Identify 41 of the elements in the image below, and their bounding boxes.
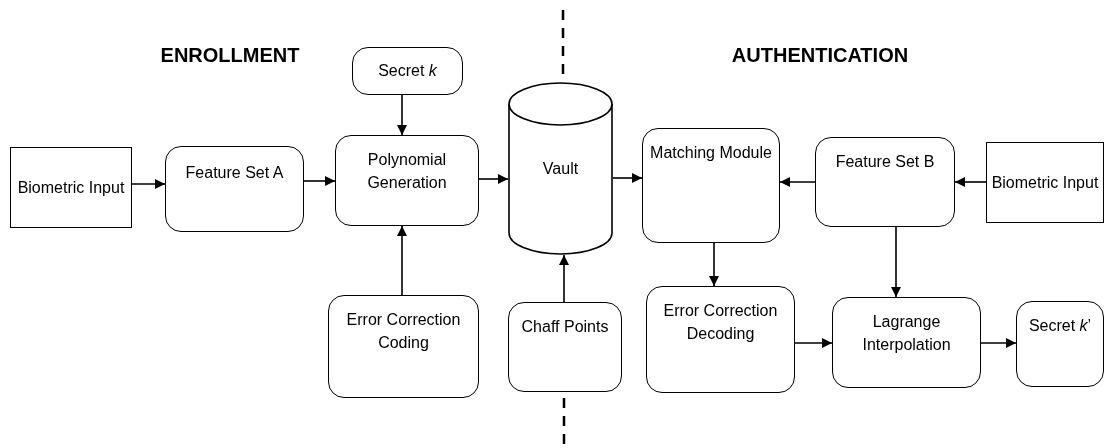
arrow <box>397 225 407 296</box>
arrow <box>303 176 336 186</box>
arrow <box>559 254 569 303</box>
node-label: Chaff Points <box>521 317 609 337</box>
process-box <box>1016 301 1104 387</box>
process-box <box>165 146 304 232</box>
node-label: Lagrange Interpolation <box>861 312 952 356</box>
node-label: Biometric Input <box>17 177 125 198</box>
arrow <box>709 242 719 287</box>
node-label: Secret k <box>378 61 437 82</box>
process-box <box>508 302 622 392</box>
input-box <box>986 142 1104 223</box>
process-box <box>642 128 780 243</box>
arrow <box>794 338 833 348</box>
arrow <box>779 177 816 187</box>
arrow <box>612 173 643 183</box>
node-label: Polynomial Generation <box>366 150 448 194</box>
arrow <box>980 338 1017 348</box>
node-label: Matching Module <box>650 143 772 163</box>
arrow <box>397 94 407 136</box>
section-heading: AUTHENTICATION <box>730 43 910 68</box>
arrow <box>131 179 166 189</box>
node-label: Feature Set B <box>835 152 935 172</box>
process-box <box>328 295 479 398</box>
arrow <box>954 177 987 187</box>
node-label: Biometric Input <box>991 172 1099 193</box>
node-label: Vault <box>542 158 579 179</box>
process-box <box>352 47 463 95</box>
section-heading: ENROLLMENT <box>159 43 301 68</box>
process-box <box>815 137 955 227</box>
arrow <box>478 174 509 184</box>
process-box <box>646 286 795 393</box>
process-box <box>832 297 981 388</box>
vault-cylinder <box>508 82 613 255</box>
node-label: Secret k’ <box>1028 316 1092 336</box>
process-box <box>335 135 479 226</box>
input-box <box>10 147 132 228</box>
arrow <box>891 226 901 298</box>
node-label: Error Correction Coding <box>345 310 462 354</box>
node-label: Error Correction Decoding <box>662 301 779 345</box>
node-label: Feature Set A <box>185 163 284 183</box>
